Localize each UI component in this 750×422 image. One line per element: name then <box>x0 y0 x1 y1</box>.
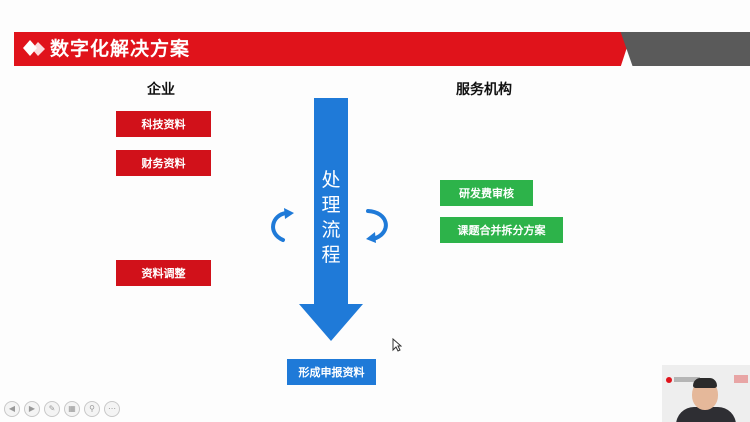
presenter-webcam <box>662 365 750 422</box>
title-banner-accent <box>620 32 750 66</box>
presentation-toolbar: ◀ ▶ ✎ ▦ ⚲ ⋯ <box>4 401 120 417</box>
more-options-icon[interactable]: ⋯ <box>104 401 120 417</box>
enterprise-item-tech-materials[interactable]: 科技资料 <box>116 111 211 137</box>
slide-title: 数字化解决方案 <box>50 38 191 60</box>
service-column-title: 服务机构 <box>456 82 512 98</box>
enterprise-item-materials-adjustment[interactable]: 资料调整 <box>116 260 211 286</box>
process-flow-label: 处理流程 <box>321 169 341 266</box>
cycle-arrow-right-icon <box>366 209 388 243</box>
webcam-watermark-right <box>734 375 748 383</box>
webcam-logo-icon <box>666 377 672 383</box>
pen-tool-icon[interactable]: ✎ <box>44 401 60 417</box>
cycle-arrow-left-icon <box>271 208 294 242</box>
service-item-rd-review[interactable]: 研发费审核 <box>440 180 533 206</box>
webcam-watermark-left <box>674 377 700 382</box>
diamond-logo-icon <box>23 40 45 56</box>
mouse-cursor-icon <box>392 338 402 352</box>
zoom-icon[interactable]: ⚲ <box>84 401 100 417</box>
next-slide-icon[interactable]: ▶ <box>24 401 40 417</box>
output-declaration-materials[interactable]: 形成申报资料 <box>287 359 376 385</box>
presenter-body <box>676 407 736 422</box>
enterprise-column-title: 企业 <box>147 82 175 98</box>
presenter-hair <box>693 378 717 388</box>
service-item-project-merge-split[interactable]: 课题合并拆分方案 <box>440 217 563 243</box>
title-banner <box>14 32 632 66</box>
enterprise-item-financial-materials[interactable]: 财务资料 <box>116 150 211 176</box>
process-flow-arrow <box>299 98 363 341</box>
previous-slide-icon[interactable]: ◀ <box>4 401 20 417</box>
slides-overview-icon[interactable]: ▦ <box>64 401 80 417</box>
